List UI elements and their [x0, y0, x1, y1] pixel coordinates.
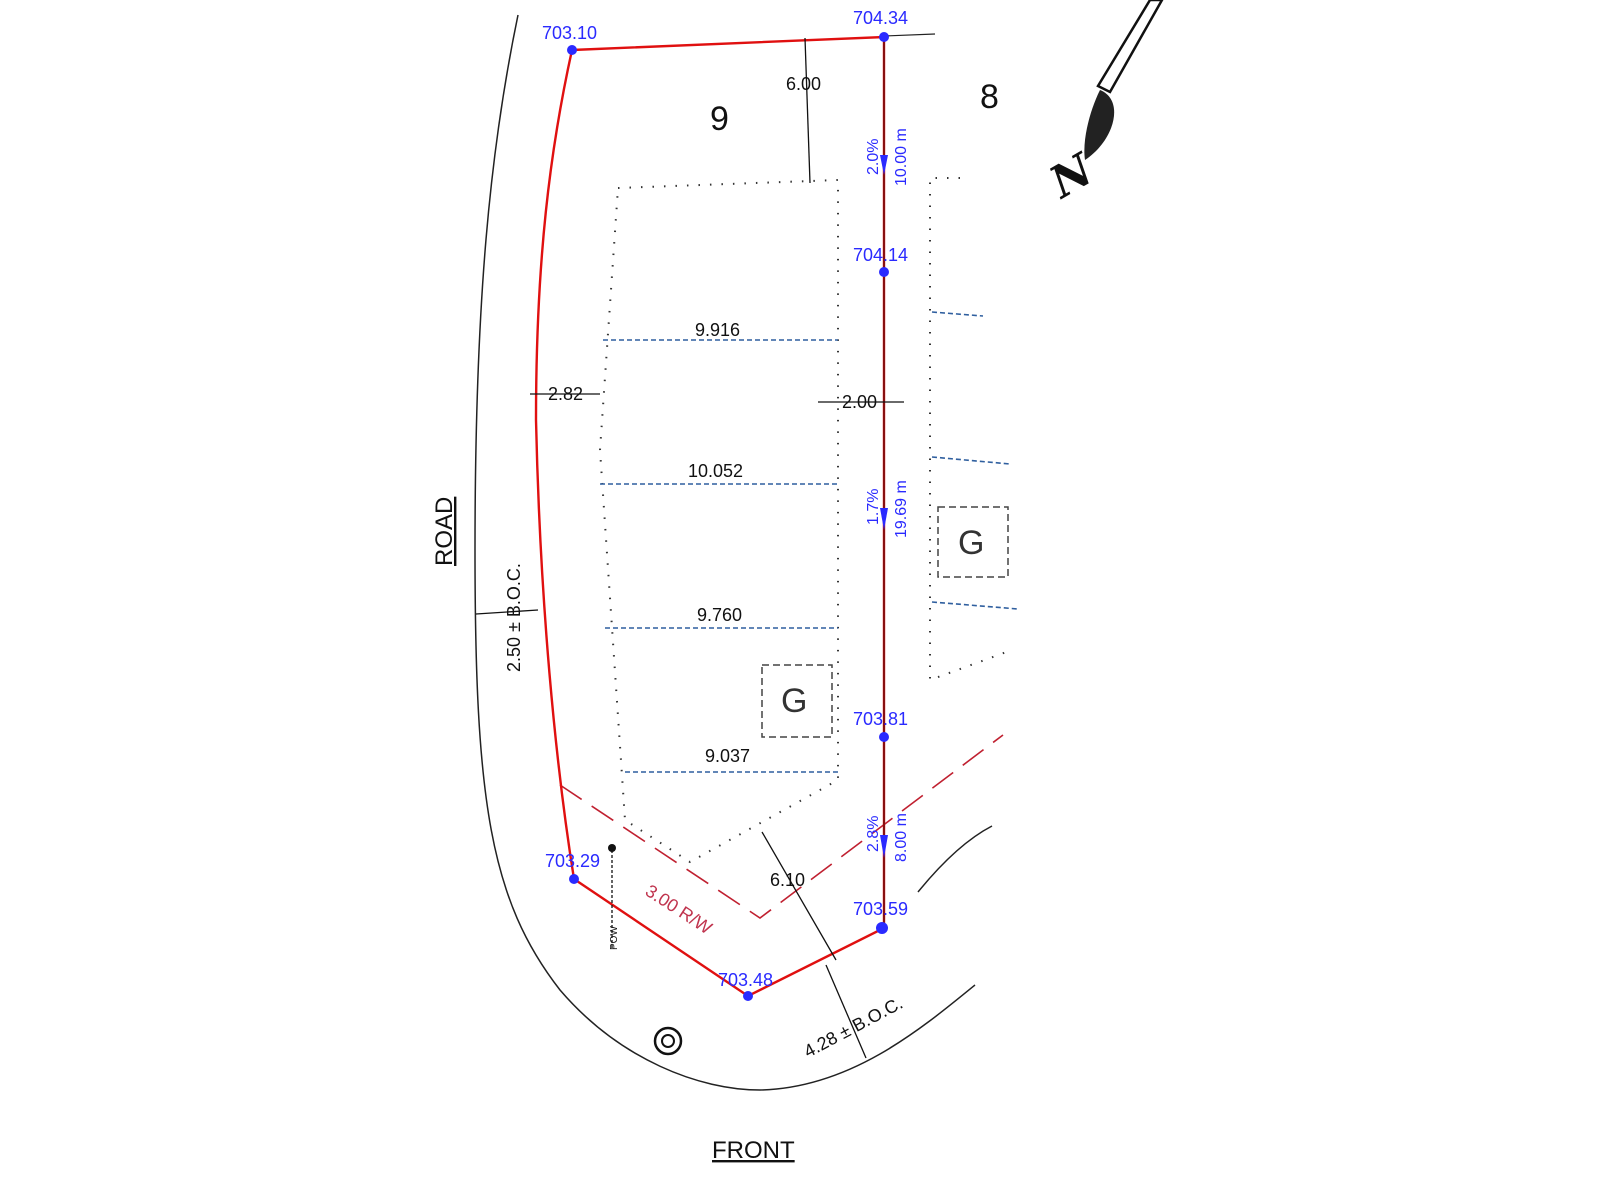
width-dimension: 9.916 [695, 320, 740, 340]
width-dimension: 9.037 [705, 746, 750, 766]
curb-line-right [917, 825, 993, 893]
front-setback-dimension: 6.10 [770, 870, 805, 890]
garage-label: G [781, 682, 807, 720]
front-boc-dimension: 4.28 ± B.O.C. [800, 993, 906, 1062]
building-envelope [598, 178, 839, 864]
width-dimension: 9.760 [697, 605, 742, 625]
elevation-label: 704.14 [853, 245, 908, 265]
slope-grade: 2.8% [865, 816, 882, 852]
dimension-lines [475, 37, 904, 1059]
rear-setback-dimension: 6.00 [786, 74, 821, 94]
right-of-way-label: 3.00 R/W [642, 881, 716, 939]
front-label: FRONT [712, 1137, 795, 1164]
width-lines [600, 311, 1019, 773]
elevation-label: 703.10 [542, 23, 597, 43]
lot-line-extension [883, 33, 936, 37]
slope-length: 10.00 m [893, 128, 910, 186]
road-curb-line [474, 14, 976, 1091]
lot-boundary [534, 35, 886, 998]
garage-box-lot-9 [761, 664, 833, 738]
width-dimension: 10.052 [688, 461, 743, 481]
slope-grade: 2.0% [865, 139, 882, 175]
slope-length: 8.00 m [893, 813, 910, 862]
elevation-label: 703.81 [853, 709, 908, 729]
left-boc-dimension: 2.50 ± B.O.C. [504, 563, 524, 672]
lot-8-label: 8 [980, 78, 999, 116]
elevation-label: 703.29 [545, 851, 600, 871]
elevation-label: 704.34 [853, 8, 908, 28]
pow-marker-icon [608, 844, 616, 852]
slope-length: 19.69 m [893, 480, 910, 538]
road-label: ROAD [431, 497, 458, 566]
north-arrow-icon: N [1040, 0, 1164, 210]
garage-label: G [958, 524, 984, 562]
right-of-way-line [559, 734, 1004, 919]
north-label: N [1040, 143, 1104, 209]
elevation-markers [567, 32, 889, 1001]
garage-box-lot-8 [937, 506, 1009, 578]
elevation-label: 703.48 [718, 970, 773, 990]
lot-8-building-envelope [929, 177, 1013, 682]
slope-grade: 1.7% [865, 489, 882, 525]
lot-9-label: 9 [710, 100, 729, 138]
left-setback-dimension: 2.82 [548, 384, 583, 404]
elevation-label: 703.59 [853, 899, 908, 919]
pow-label: POW [609, 926, 620, 950]
right-setback-dimension: 2.00 [842, 392, 877, 412]
hydrant-icon [653, 1026, 683, 1056]
slope-arrows [880, 155, 888, 858]
